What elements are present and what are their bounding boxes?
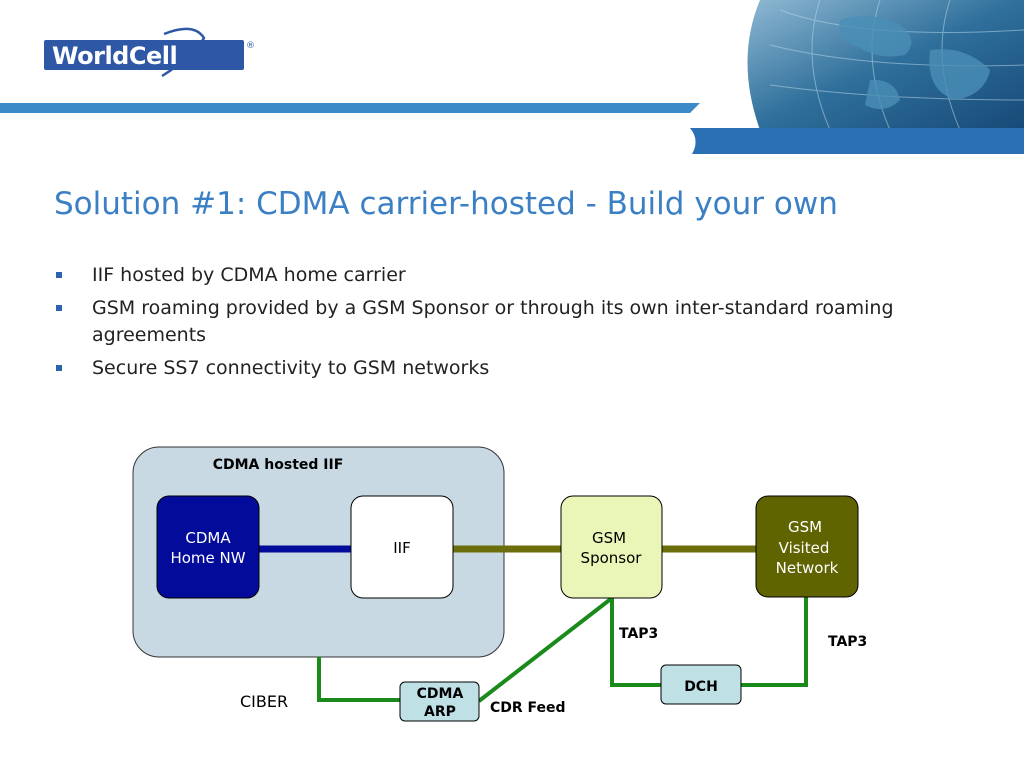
svg-text:Network: Network: [776, 559, 839, 577]
link-ciber: [317, 657, 400, 702]
node-gsm-sponsor: GSM Sponsor: [560, 495, 663, 599]
svg-text:Visited: Visited: [779, 539, 830, 557]
svg-text:Home NW: Home NW: [170, 549, 245, 567]
node-cdma-arp: CDMA ARP: [399, 681, 480, 722]
square-bullet-icon: [56, 305, 62, 311]
svg-text:GSM: GSM: [788, 518, 822, 536]
label-cdr-feed: CDR Feed: [490, 700, 566, 716]
label-ciber: CIBER: [240, 692, 288, 711]
label-tap3-sponsor: TAP3: [619, 626, 658, 642]
node-iif: IIF: [350, 495, 454, 599]
link-cdr-feed: [477, 596, 614, 703]
square-bullet-icon: [56, 365, 62, 371]
worldcell-logo: WorldCell ®: [44, 27, 255, 78]
svg-text:WorldCell: WorldCell: [52, 42, 177, 70]
link-tap3-visited: [741, 597, 808, 687]
link-tap3-sponsor: [610, 598, 661, 687]
svg-text:DCH: DCH: [684, 679, 718, 695]
bullet-item: Secure SS7 connectivity to GSM networks: [56, 355, 986, 382]
svg-text:®: ®: [246, 41, 255, 51]
node-dch: DCH: [660, 664, 742, 705]
group-label: CDMA hosted IIF: [213, 457, 344, 473]
bullet-item: IIF hosted by CDMA home carrier: [56, 262, 986, 289]
header-banner: [0, 0, 1024, 154]
slide-title: Solution #1: CDMA carrier-hosted - Build…: [54, 186, 838, 222]
label-tap3-visited: TAP3: [828, 634, 867, 650]
bullet-item: GSM roaming provided by a GSM Sponsor or…: [56, 295, 986, 349]
bullet-list: IIF hosted by CDMA home carrier GSM roam…: [56, 262, 986, 388]
svg-text:Sponsor: Sponsor: [581, 549, 643, 567]
square-bullet-icon: [56, 272, 62, 278]
svg-text:CDMA: CDMA: [185, 529, 231, 547]
svg-text:GSM: GSM: [592, 529, 626, 547]
continent-shapes: [839, 16, 990, 109]
node-cdma-home-nw: CDMA Home NW: [156, 495, 260, 599]
svg-text:IIF: IIF: [393, 539, 410, 557]
svg-text:CDMA: CDMA: [417, 686, 464, 702]
header-rule: [0, 103, 700, 113]
node-gsm-visited-network: GSM Visited Network: [755, 495, 859, 598]
header-rule-dark: [690, 128, 1024, 154]
svg-text:ARP: ARP: [424, 704, 456, 720]
